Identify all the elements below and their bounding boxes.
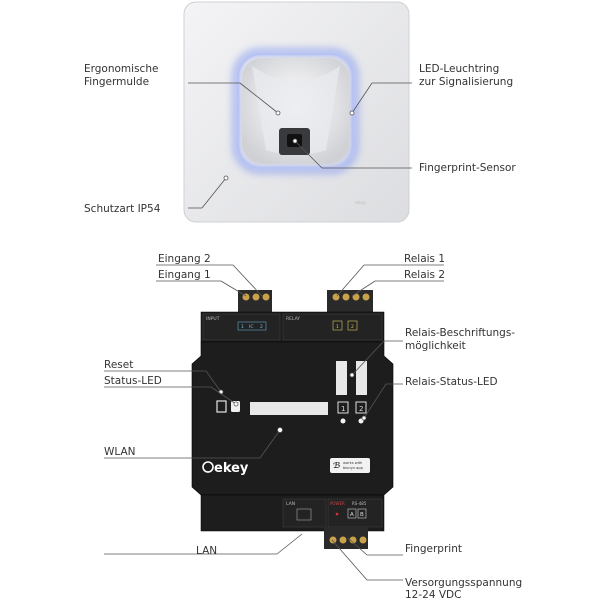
badge-line-1: works with bbox=[343, 461, 362, 465]
input-number-1: 1 bbox=[241, 324, 244, 330]
relay-title: RELAY bbox=[286, 316, 300, 322]
relay-label-strip-2 bbox=[356, 361, 367, 395]
relay-status-box-1 bbox=[337, 401, 349, 414]
brand-text: ekey bbox=[214, 461, 249, 476]
label-led-1: LED-Leuchtring bbox=[419, 63, 499, 75]
label-relay-status-led: Relais-Status-LED bbox=[405, 376, 498, 388]
input-number-2: 2 bbox=[260, 324, 263, 330]
sensor-callouts bbox=[188, 82, 412, 209]
ekey-logo: ekey bbox=[202, 461, 249, 476]
label-relay2: Relais 2 bbox=[404, 269, 445, 281]
svg-text:ℬ: ℬ bbox=[333, 461, 340, 470]
controller-callouts bbox=[104, 264, 444, 581]
relay-status-box-2 bbox=[355, 401, 367, 414]
label-window bbox=[250, 402, 328, 415]
relay-terminal bbox=[327, 290, 373, 314]
label-protection: Schutzart IP54 bbox=[84, 203, 161, 215]
relay-label-strip-1 bbox=[336, 361, 347, 395]
label-reset: Reset bbox=[104, 359, 133, 371]
rs485-terminal-b: B bbox=[360, 512, 364, 518]
rs485-title: RS-485 bbox=[352, 501, 367, 506]
label-relay-label-2: möglichkeit bbox=[405, 340, 466, 352]
relay-status-led-2 bbox=[358, 418, 364, 424]
reset-button[interactable] bbox=[216, 400, 227, 413]
plate-engraving: ekey bbox=[355, 200, 366, 206]
label-power-1: Versorgungsspannung bbox=[405, 577, 522, 589]
led-ring-icon bbox=[232, 48, 359, 174]
label-fingerprint: Fingerprint bbox=[405, 543, 462, 555]
label-relay-label-1: Relais-Beschriftungs- bbox=[405, 327, 515, 339]
relay-status-number-2: 2 bbox=[359, 405, 363, 413]
label-fingerprint-sensor: Fingerprint-Sensor bbox=[419, 162, 516, 174]
label-ergonomic-1: Ergonomische bbox=[84, 63, 158, 75]
rs485-terminal-a: A bbox=[350, 512, 354, 518]
label-relay1: Relais 1 bbox=[404, 253, 445, 265]
relay-number-2: 2 bbox=[351, 324, 354, 330]
input-number-ic: IC bbox=[249, 324, 253, 330]
input-title: INPUT bbox=[206, 316, 220, 322]
relay-number-1: 1 bbox=[336, 324, 339, 330]
label-lan: LAN bbox=[196, 545, 217, 557]
label-status-led: Status-LED bbox=[104, 375, 162, 387]
lan-port-title: LAN bbox=[286, 501, 295, 507]
label-ergonomic-2: Fingermulde bbox=[84, 76, 149, 88]
relay-status-led-1 bbox=[340, 418, 346, 424]
controller-labels: Eingang 2 Eingang 1 Relais 1 Relais 2 Re… bbox=[104, 253, 522, 600]
label-wlan: WLAN bbox=[104, 446, 136, 458]
label-input2: Eingang 2 bbox=[158, 253, 211, 265]
power-title: POWER bbox=[330, 501, 345, 506]
bionyx-badge: ℬ works with bionyx app bbox=[330, 458, 370, 473]
power-led bbox=[335, 512, 339, 516]
sensor-labels: Ergonomische Fingermulde LED-Leuchtring … bbox=[84, 63, 516, 215]
label-power-2: 12-24 VDC bbox=[405, 589, 461, 600]
bottom-terminal bbox=[324, 527, 368, 549]
input-terminal bbox=[238, 290, 272, 314]
relay-status-number-1: 1 bbox=[341, 405, 345, 413]
relay-number-badges: 1 2 bbox=[332, 320, 358, 331]
input-number-badges: 1 IC 2 bbox=[237, 321, 267, 331]
lan-port-icon bbox=[296, 508, 312, 521]
label-led-2: zur Signalisierung bbox=[419, 76, 513, 88]
badge-line-2: bionyx app bbox=[343, 466, 364, 470]
sensor-plate: ekey bbox=[183, 1, 410, 223]
label-input1: Eingang 1 bbox=[158, 269, 211, 281]
